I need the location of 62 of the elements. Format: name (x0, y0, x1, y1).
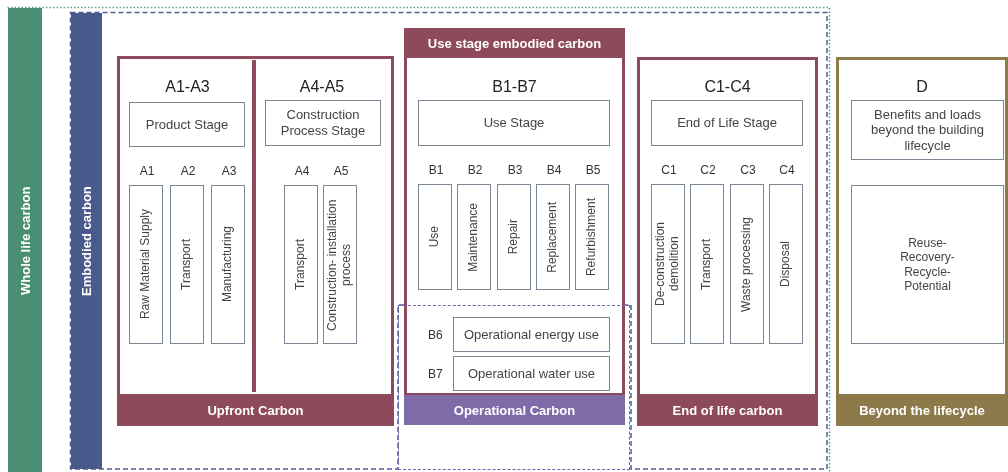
panel-title-bar: End of life carbon (637, 394, 818, 426)
module-label: De-construction demolition (654, 221, 682, 309)
module-code: A2 (179, 164, 197, 178)
module-code: B6 (428, 328, 443, 342)
stage-panel (637, 57, 818, 426)
stage-box (129, 102, 245, 147)
box-label: Construction Process Stage (279, 107, 367, 139)
stage-panel (836, 57, 1008, 426)
box-label: Operational water use (467, 365, 596, 382)
module-code: C3 (739, 163, 757, 177)
stage-box (453, 317, 610, 352)
module-code: C2 (699, 163, 717, 177)
module-code: A1 (138, 164, 156, 178)
box-label: End of Life Stage (677, 115, 777, 131)
box-label: Use Stage (483, 115, 545, 131)
box-label: Product Stage (145, 116, 229, 133)
panel-title-bar: Beyond the lifecycle (836, 394, 1008, 426)
module-code: B1 (427, 163, 445, 177)
module-label: Refurbishment (585, 197, 599, 276)
box-label: Benefits and loads beyond the building lifecycle (870, 106, 985, 154)
stage-code-heading: A1-A3 (164, 78, 211, 96)
stage-box (851, 100, 1004, 160)
box-label: Reuse- Recovery- Recycle- Potential (899, 235, 956, 294)
module-label: Transport (180, 239, 194, 290)
stage-box (265, 100, 381, 146)
module-label: Replacement (546, 201, 560, 273)
dashed-frame (398, 305, 630, 470)
module-label: Construction- installation process (326, 197, 354, 333)
module-label: Use (428, 226, 442, 248)
module-code: A4 (293, 164, 311, 178)
side-title-bar: Whole life carbon (8, 8, 42, 472)
panel-title-bar: Operational Carbon (404, 395, 625, 425)
module-code: A3 (220, 164, 238, 178)
module-code: B3 (506, 163, 524, 177)
stage-box (851, 185, 1004, 344)
panel-title-bar: Upfront Carbon (117, 394, 394, 426)
stage-code-heading: A4-A5 (298, 78, 346, 96)
module-code: C4 (778, 163, 796, 177)
module-label: Transport (294, 239, 308, 290)
module-label: Repair (507, 219, 521, 255)
box-label: Operational energy use (463, 326, 600, 343)
module-code: B7 (428, 367, 443, 381)
module-label: Maintenance (467, 202, 481, 272)
module-code: C1 (660, 163, 678, 177)
stage-panel (117, 56, 394, 426)
stage-code-heading: C1-C4 (703, 78, 752, 96)
stage-code-heading: B1-B7 (491, 78, 538, 96)
module-code: B2 (466, 163, 484, 177)
stage-box (651, 100, 803, 146)
module-label: Manufacturing (221, 226, 235, 303)
module-label: Disposal (779, 241, 793, 287)
module-code: A5 (332, 164, 350, 178)
stage-box (418, 100, 610, 146)
panel-header-bar: Use stage embodied carbon (404, 28, 625, 58)
stage-code-heading: D (915, 78, 929, 96)
module-label: Transport (700, 238, 714, 290)
module-code: B5 (584, 163, 602, 177)
module-code: B4 (545, 163, 563, 177)
side-title-bar: Embodied carbon (71, 13, 102, 469)
stage-box (453, 356, 610, 391)
module-label: Waste processing (740, 216, 754, 312)
module-label: Raw Material Supply (139, 209, 153, 320)
